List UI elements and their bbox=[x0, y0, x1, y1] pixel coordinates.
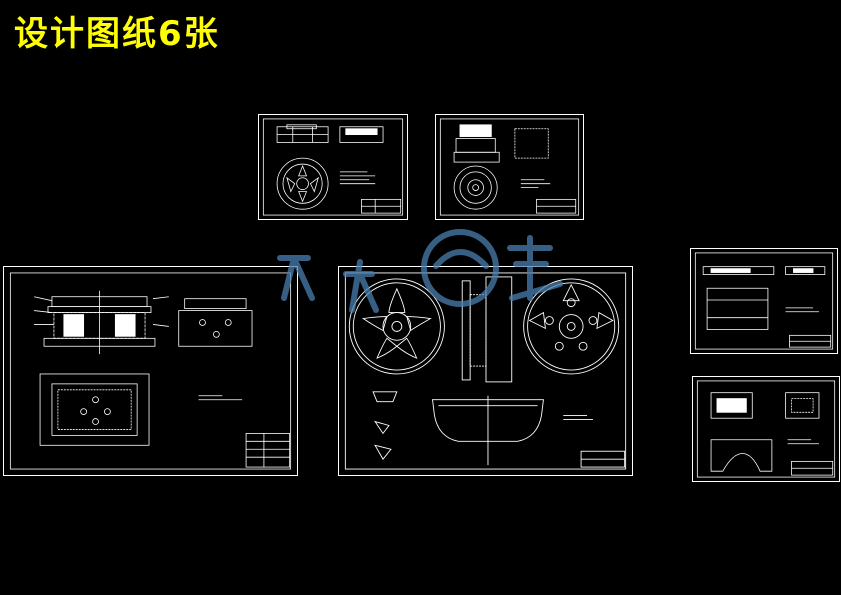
drawing-sheet-2[interactable] bbox=[435, 114, 584, 220]
drawing-content bbox=[696, 380, 836, 478]
drawing-content bbox=[344, 272, 627, 470]
drawing-content bbox=[262, 118, 404, 216]
drawing-sheet-1[interactable] bbox=[258, 114, 408, 220]
drawing-sheet-5[interactable] bbox=[690, 248, 838, 354]
drawing-content bbox=[9, 272, 292, 470]
page-title: 设计图纸6张 bbox=[14, 14, 220, 54]
drawing-sheet-3[interactable] bbox=[3, 266, 298, 476]
drawing-content bbox=[694, 252, 834, 350]
drawing-sheet-6[interactable] bbox=[692, 376, 840, 482]
drawing-content bbox=[439, 118, 580, 216]
watermark-logo bbox=[277, 229, 563, 313]
